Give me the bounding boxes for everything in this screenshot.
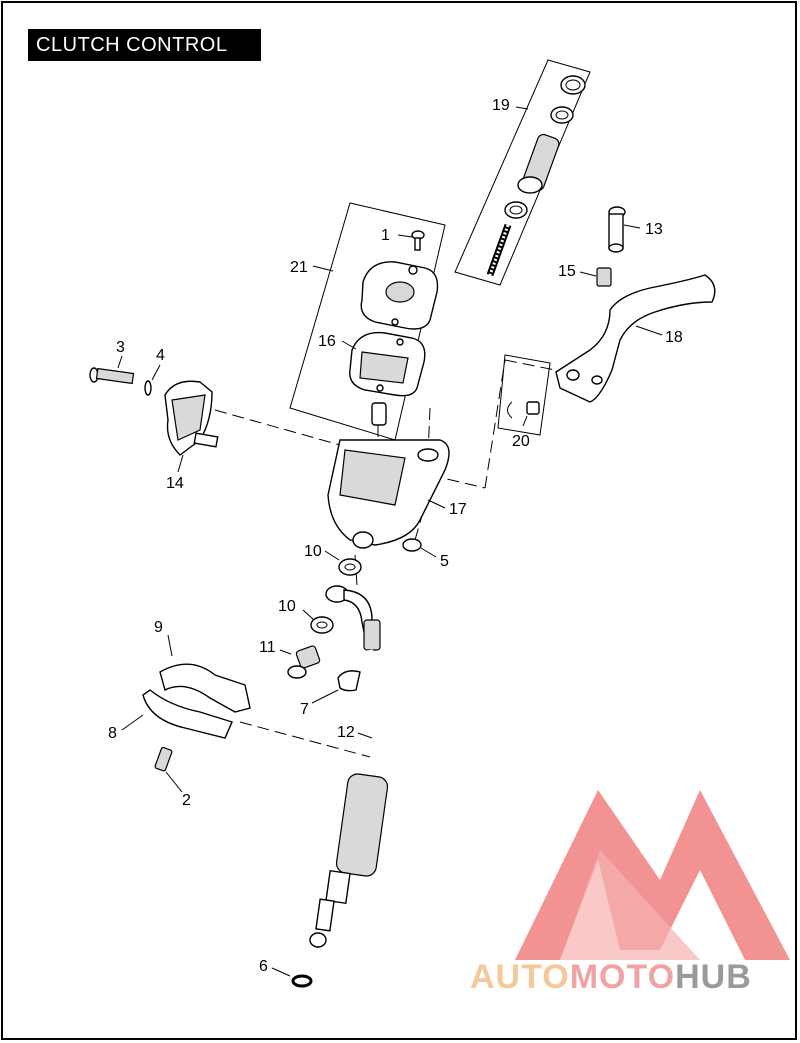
- banjo-bolt-11: [287, 645, 321, 679]
- watermark-part-auto: AUTO: [470, 958, 570, 996]
- callout-17: 17: [449, 501, 467, 518]
- washer-4: [144, 380, 152, 396]
- screw-3: [89, 367, 135, 385]
- diaphragm-16: [349, 331, 426, 397]
- watermark-part-moto: MOTO: [569, 958, 676, 996]
- reservoir-cover-21: [360, 261, 439, 330]
- pivot-pin-13: [608, 206, 626, 253]
- page-title: CLUTCH CONTROL: [28, 29, 261, 61]
- callout-10-lower: 10: [278, 598, 296, 615]
- washer-10-upper: [338, 558, 362, 576]
- bracket-7: [337, 670, 361, 692]
- clamp-9: [159, 663, 251, 713]
- screw-1: [411, 230, 425, 251]
- callout-5: 5: [440, 553, 449, 570]
- callout-9: 9: [154, 619, 163, 636]
- callout-12: 12: [337, 724, 355, 741]
- leader-lines: [117, 106, 663, 977]
- bushing-15: [596, 267, 612, 287]
- watermark-part-hub: HUB: [675, 958, 752, 996]
- callout-19: 19: [492, 97, 510, 114]
- washer-10-lower: [310, 616, 334, 634]
- watermark-logo-text: AUTOMOTOHUB: [470, 958, 752, 997]
- watermark-logo-mark: [515, 790, 790, 960]
- clutch-hose-12: [309, 585, 389, 948]
- clip-5: [402, 538, 422, 552]
- clamp-8: [142, 689, 233, 739]
- piston-kit-19: [486, 75, 586, 277]
- callout-10-upper: 10: [304, 543, 322, 560]
- switch-housing-14: [164, 380, 219, 456]
- callout-15: 15: [558, 263, 576, 280]
- callout-1: 1: [381, 227, 390, 244]
- callout-8: 8: [108, 725, 117, 742]
- callout-labels: 1 2 3 4 5 6 7 8 9 10 10 11 12 13 14 15 1…: [108, 97, 683, 975]
- callout-3: 3: [116, 339, 125, 356]
- callout-6: 6: [259, 958, 268, 975]
- callout-20: 20: [512, 433, 530, 450]
- callout-2: 2: [182, 792, 191, 809]
- callout-4: 4: [156, 347, 165, 364]
- callout-18: 18: [665, 329, 683, 346]
- group-box-19: [454, 59, 591, 286]
- pin-clip-20: [507, 401, 540, 419]
- callout-14: 14: [166, 475, 184, 492]
- master-cylinder-17: [327, 439, 450, 549]
- callout-13: 13: [645, 221, 663, 238]
- callout-21: 21: [290, 259, 308, 276]
- clutch-lever-18: [555, 274, 716, 403]
- group-box-20: [497, 354, 551, 436]
- callout-7: 7: [300, 701, 309, 718]
- screw-2: [154, 746, 173, 772]
- callout-11: 11: [259, 639, 276, 656]
- callout-16: 16: [318, 333, 336, 350]
- o-ring-6: [291, 974, 313, 988]
- sight-plug: [371, 402, 387, 426]
